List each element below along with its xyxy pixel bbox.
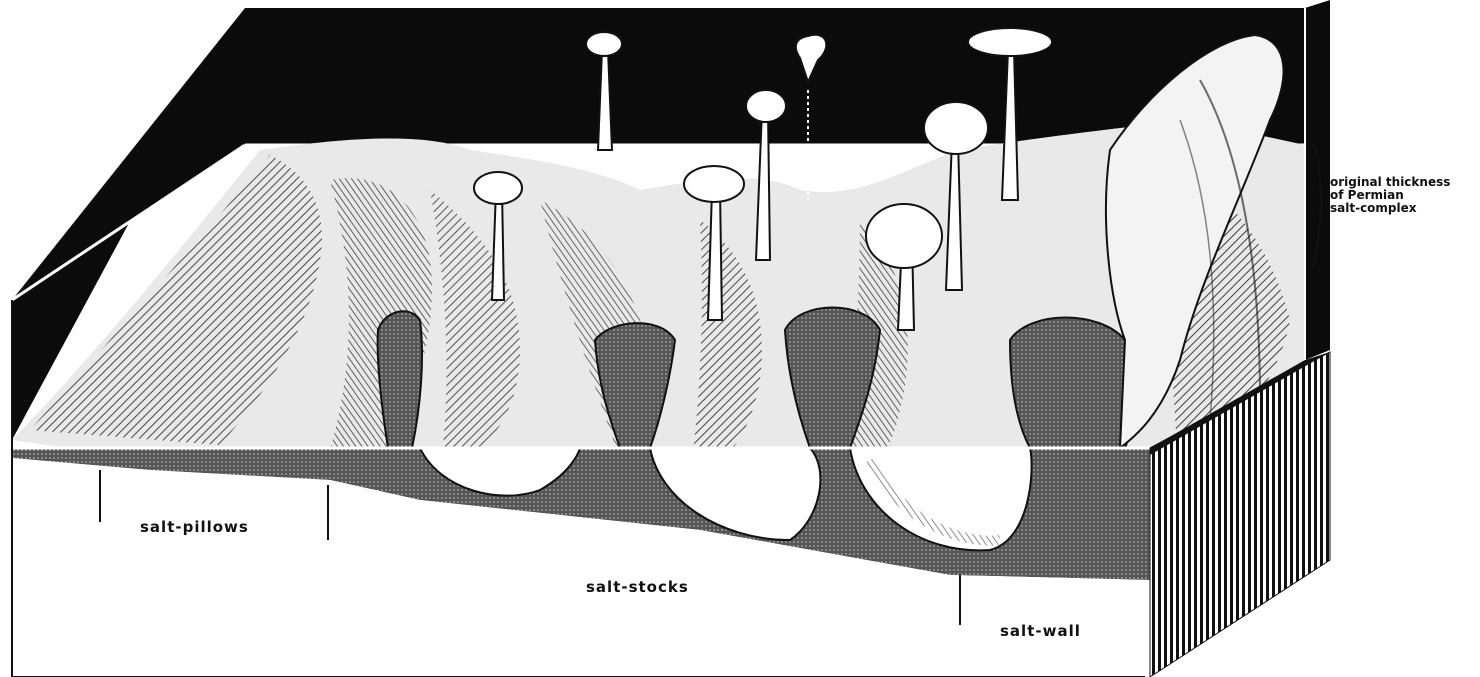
annotation-line-3: salt-complex <box>1330 202 1450 215</box>
salt-wall-section <box>1010 318 1129 449</box>
label-salt-stocks: salt-stocks <box>586 578 689 596</box>
right-wall <box>1305 0 1330 360</box>
label-salt-pillows: salt-pillows <box>140 518 249 536</box>
thickness-annotation: original thickness of Permian salt-compl… <box>1330 176 1450 215</box>
salt-stock-section-1 <box>378 311 422 448</box>
label-salt-wall: salt-wall <box>1000 622 1081 640</box>
